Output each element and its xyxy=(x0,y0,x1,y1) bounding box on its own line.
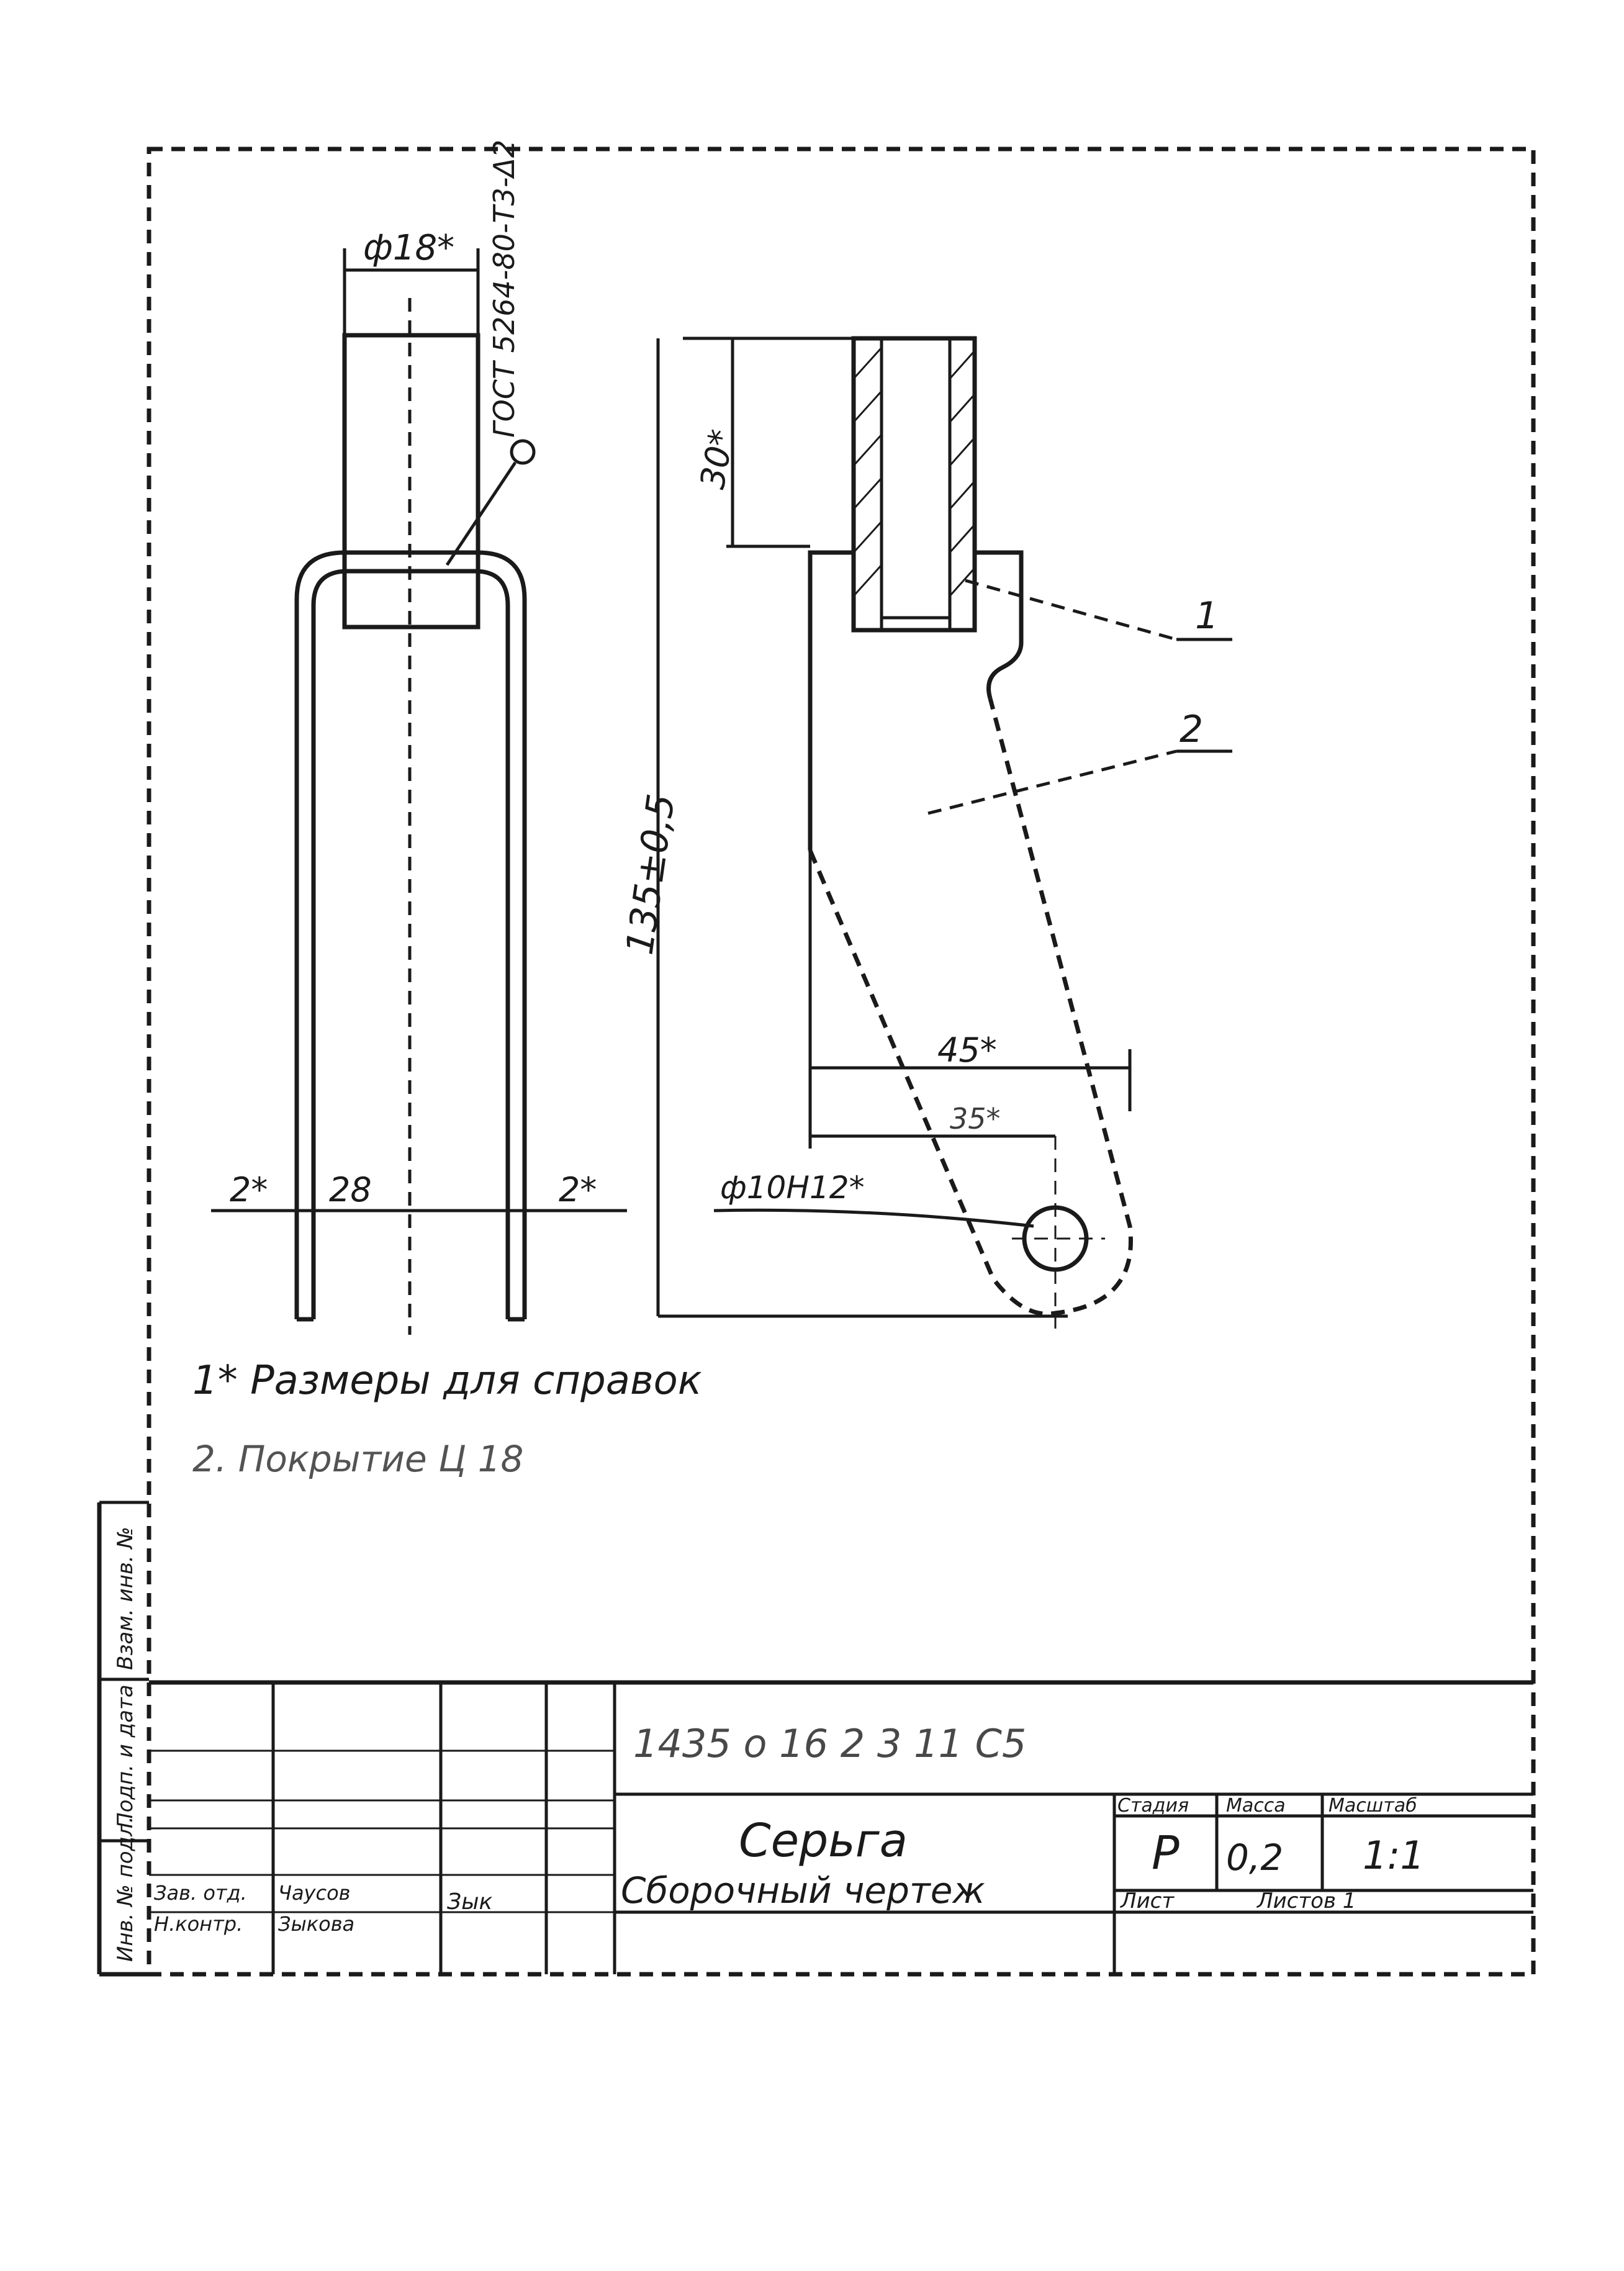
position-2-label: 2 xyxy=(1180,708,1203,751)
right-view xyxy=(656,336,1232,1329)
dim-35: 35* xyxy=(950,1102,1001,1136)
dim-dia-18: ф18* xyxy=(363,228,454,268)
title-block xyxy=(149,1680,1533,1974)
side-stamp xyxy=(97,1501,149,1977)
designation: 1435 о 16 2 3 11 С5 xyxy=(633,1721,1026,1766)
note-line-2: 2. Покрытие Ц 18 xyxy=(192,1438,523,1480)
stage-value: Р xyxy=(1152,1826,1180,1880)
name-1: Чаусов xyxy=(278,1881,351,1905)
side-stamp-sign-label: Подп. и дата xyxy=(113,1684,138,1828)
dim-dia-10: ф10Н12* xyxy=(720,1170,865,1206)
scale-header: Масштаб xyxy=(1329,1795,1417,1817)
name-2: Зыкова xyxy=(278,1912,354,1936)
sheets-label: Листов 1 xyxy=(1256,1889,1356,1913)
drawing-frame xyxy=(147,147,1536,1977)
lever-outline xyxy=(808,550,854,851)
scale-value: 1:1 xyxy=(1363,1833,1425,1878)
note-line-1: 1* Размеры для справок xyxy=(192,1358,702,1404)
role-control-label: Н.контр. xyxy=(154,1912,243,1936)
dim-30: 30* xyxy=(693,427,742,492)
dim-28: 28 xyxy=(329,1170,372,1209)
signature: Зык xyxy=(447,1889,493,1915)
document-type: Сборочный чертеж xyxy=(621,1869,985,1912)
dim-135: 135±0,5 xyxy=(618,792,684,957)
role-head-label: Зав. отд. xyxy=(154,1881,247,1905)
dim-45: 45* xyxy=(937,1031,997,1070)
section-hatching xyxy=(852,346,976,597)
position-1-label: 1 xyxy=(1195,594,1219,638)
mass-value: 0,2 xyxy=(1226,1836,1283,1879)
sheet-label: Лист xyxy=(1119,1889,1175,1913)
part-name: Серьга xyxy=(739,1814,908,1867)
weld-symbol xyxy=(510,439,536,465)
side-stamp-replace-label: Взам. инв. № xyxy=(113,1527,138,1670)
stage-header: Стадия xyxy=(1117,1795,1189,1817)
left-view xyxy=(211,248,627,1335)
mass-header: Масса xyxy=(1226,1795,1286,1817)
dim-2-left: 2* xyxy=(230,1170,268,1209)
weld-standard-label: ГОСТ 5264-80-Т3-Δ2 xyxy=(487,140,521,438)
side-stamp-inv-label: Инв. № подл. xyxy=(113,1816,138,1962)
dim-2-right: 2* xyxy=(559,1170,597,1209)
bushing-section xyxy=(851,336,977,633)
